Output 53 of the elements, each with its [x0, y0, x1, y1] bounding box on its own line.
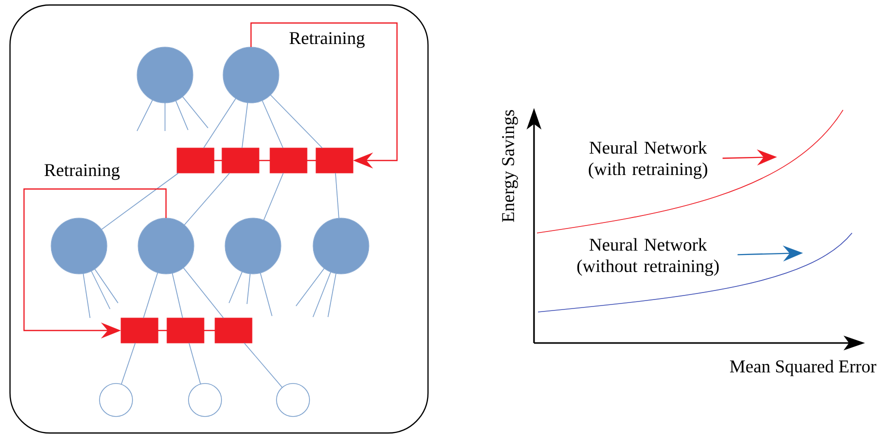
connection-line: [82, 273, 90, 318]
connection-line: [203, 98, 236, 148]
connection-line: [120, 342, 136, 385]
connection-line: [246, 273, 251, 304]
input-circle: [99, 383, 133, 417]
neuron-circle: [224, 218, 282, 274]
connection-line: [188, 342, 201, 384]
connection-line: [328, 273, 336, 318]
connection-line: [172, 272, 184, 318]
connection-line: [184, 172, 230, 226]
curve-label: Neural Network (without retraining): [577, 238, 719, 276]
connection-line: [335, 172, 340, 218]
neuron-circle: [312, 218, 370, 274]
block: [214, 318, 252, 344]
connection-line: [262, 100, 284, 148]
connection-line: [312, 272, 332, 318]
edge-label: Retraining: [288, 30, 366, 50]
curve-label: Neural Network (with retraining): [588, 141, 708, 179]
connection-line: [270, 94, 323, 148]
link-line: [204, 330, 215, 332]
link-line: [214, 160, 222, 162]
connection-line: [183, 267, 224, 318]
connection-line: [228, 271, 243, 304]
connection-line: [101, 172, 179, 230]
connection-line: [90, 270, 110, 310]
connection-line: [244, 342, 283, 388]
axis-label: Energy Savings: [502, 110, 518, 222]
neuron-circle: [136, 46, 194, 104]
connection-line: [182, 96, 208, 128]
link-line: [307, 160, 316, 162]
neuron-circle: [138, 218, 194, 274]
input-circle: [276, 383, 310, 417]
block: [176, 148, 214, 174]
block: [166, 318, 204, 344]
connection-line: [242, 102, 248, 148]
connection-line: [296, 268, 325, 306]
neuron-circle: [222, 46, 280, 104]
block: [270, 148, 308, 174]
edge-label: Retraining: [42, 162, 122, 182]
link-line: [158, 330, 167, 332]
neuron-circle: [50, 218, 108, 274]
retraining-arrow: [250, 22, 398, 169]
connection-line: [143, 272, 158, 318]
block: [222, 148, 260, 174]
connection-line: [164, 102, 166, 132]
connection-line: [263, 172, 284, 221]
input-circle: [188, 383, 222, 417]
axis-label: Mean Squared Error: [730, 360, 876, 376]
connection-line: [260, 272, 272, 316]
link-line: [259, 160, 270, 162]
connection-line: [136, 100, 153, 132]
connection-line: [175, 100, 188, 130]
connection-line: [94, 268, 118, 304]
